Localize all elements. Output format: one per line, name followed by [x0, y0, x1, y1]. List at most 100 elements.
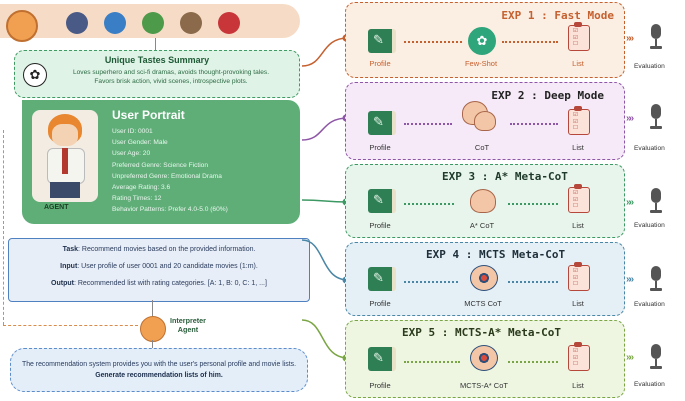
unique-tastes-summary: ✿ Unique Tastes Summary Loves superhero …: [14, 50, 300, 98]
list-label: List: [572, 143, 584, 152]
evaluation-label: Evaluation: [634, 63, 665, 70]
field-age: User Age: 20: [112, 150, 151, 158]
list-label: List: [572, 221, 584, 230]
experiment-4-title: EXP 4 : MCTS Meta-CoT: [426, 248, 566, 261]
agent-label: AGENT: [44, 204, 69, 211]
flow-arrow: [510, 123, 558, 125]
openai-logo-icon: ✿: [468, 27, 496, 55]
experiment-5-title: EXP 5 : MCTS-A* Meta-CoT: [402, 326, 561, 339]
list-label: List: [572, 299, 584, 308]
girl-avatar-icon: [218, 12, 240, 34]
mcts-a-star-tree-icon: [470, 345, 498, 371]
flow-arrow: [404, 123, 452, 125]
connector-line: [155, 38, 156, 50]
evaluation-label: Evaluation: [634, 222, 665, 229]
clipboard-list-icon: [568, 184, 590, 213]
profile-label: Profile: [369, 59, 391, 68]
main-user-avatar-icon: [6, 10, 38, 42]
evaluation-label: Evaluation: [634, 301, 665, 308]
experiment-4-box: EXP 4 : MCTS Meta-CoT Profile MCTS CoT L…: [345, 242, 625, 316]
profile-label: Profile: [369, 221, 391, 230]
profile-book-icon: [368, 29, 396, 53]
hero-avatar-icon: [104, 12, 126, 34]
profile-book-icon: [368, 347, 396, 371]
field-unpreferred-genre: Unpreferred Genre: Emotional Drama: [112, 172, 222, 180]
flow-arrow: [508, 203, 558, 205]
flow-arrow: [404, 361, 460, 363]
user-portrait-card: AGENT User Portrait User ID: 0001 User G…: [22, 100, 300, 224]
agent-character-image: [32, 110, 98, 202]
experiment-5-box: EXP 5 : MCTS-A* Meta-CoT Profile MCTS-A*…: [345, 320, 625, 398]
bottom-dashed-connector: [3, 325, 138, 326]
forward-chevrons-icon: »»: [626, 33, 634, 44]
evaluation-label: Evaluation: [634, 145, 665, 152]
profile-label: Profile: [369, 381, 391, 390]
profile-label: Profile: [369, 299, 391, 308]
forward-chevrons-icon: »»: [626, 113, 634, 124]
method-label: A* CoT: [469, 221, 495, 230]
experiment-2-box: EXP 2 : Deep Mode Profile CoT List: [345, 82, 625, 160]
reader-avatar-icon: [180, 12, 202, 34]
left-dashed-connector: [3, 130, 4, 325]
task-description-box: Task: Recommend movies based on the prov…: [8, 238, 310, 302]
flow-arrow: [404, 203, 454, 205]
flow-arrow: [502, 41, 558, 43]
mcts-tree-brain-icon: [470, 265, 498, 291]
profile-book-icon: [368, 111, 396, 135]
interpreter-agent-label: Interpreter Agent: [170, 316, 206, 334]
list-label: List: [572, 59, 584, 68]
ninja-avatar-icon: [66, 12, 88, 34]
field-behavior-patterns: Behavior Patterns: Prefer 4.0-5.0 (60%): [112, 206, 228, 214]
experiment-branch-lines: [301, 34, 350, 362]
method-label: MCTS CoT: [464, 299, 502, 308]
openai-logo-icon: ✿: [23, 63, 47, 87]
experiment-3-title: EXP 3 : A* Meta-CoT: [442, 170, 568, 183]
microphone-icon: [648, 266, 664, 292]
flow-arrow: [404, 41, 462, 43]
field-preferred-genre: Preferred Genre: Science Fiction: [112, 161, 209, 169]
profile-book-icon: [368, 189, 396, 213]
experiment-2-title: EXP 2 : Deep Mode: [491, 89, 604, 102]
experiment-1-title: EXP 1 : Fast Mode: [501, 9, 614, 22]
profile-label: Profile: [369, 143, 391, 152]
clipboard-list-icon: [568, 106, 590, 135]
summary-title: Unique Tastes Summary: [104, 55, 210, 65]
recommendation-text: The recommendation system provides you w…: [21, 361, 296, 379]
hulk-avatar-icon: [142, 12, 164, 34]
method-label: Few-Shot: [464, 59, 498, 68]
field-gender: User Gender: Male: [112, 139, 168, 147]
flow-arrow: [508, 281, 558, 283]
microphone-icon: [648, 188, 664, 214]
user-avatar-bar: [0, 4, 300, 42]
output-line: Output: Recommended list with rating cat…: [51, 280, 267, 287]
profile-book-icon: [368, 267, 396, 291]
field-user-id: User ID: 0001: [112, 128, 153, 135]
chain-of-thought-icon: [474, 111, 496, 131]
clipboard-list-icon: [568, 262, 590, 291]
summary-text: Loves superhero and sci-fi dramas, avoid…: [72, 69, 270, 85]
task-line: Task: Recommend movies based on the prov…: [62, 246, 256, 253]
field-rating-times: Rating Times: 12: [112, 195, 162, 203]
forward-chevrons-icon: »»: [626, 352, 634, 363]
evaluation-label: Evaluation: [634, 381, 665, 388]
flow-arrow: [404, 281, 458, 283]
portrait-fields: User ID: 0001 User Gender: Male User Age…: [112, 126, 228, 216]
clipboard-list-icon: [568, 342, 590, 371]
connector-line: [152, 300, 153, 316]
list-label: List: [572, 381, 584, 390]
method-label: CoT: [474, 143, 490, 152]
experiment-3-box: EXP 3 : A* Meta-CoT Profile A* CoT List: [345, 164, 625, 238]
experiment-1-box: EXP 1 : Fast Mode Profile ✿ Few-Shot Lis…: [345, 2, 625, 78]
method-label: MCTS-A* CoT: [460, 381, 508, 390]
field-average-rating: Average Rating: 3.6: [112, 184, 171, 192]
portrait-title: User Portrait: [112, 108, 185, 122]
forward-chevrons-icon: »»: [626, 197, 634, 208]
a-star-brain-icon: [470, 189, 496, 213]
clipboard-list-icon: [568, 22, 590, 51]
microphone-icon: [648, 104, 664, 130]
forward-chevrons-icon: »»: [626, 274, 634, 285]
connector-line: [152, 340, 153, 348]
microphone-icon: [648, 344, 664, 370]
input-line: Input: User profile of user 0001 and 20 …: [60, 263, 258, 270]
flow-arrow: [508, 361, 558, 363]
